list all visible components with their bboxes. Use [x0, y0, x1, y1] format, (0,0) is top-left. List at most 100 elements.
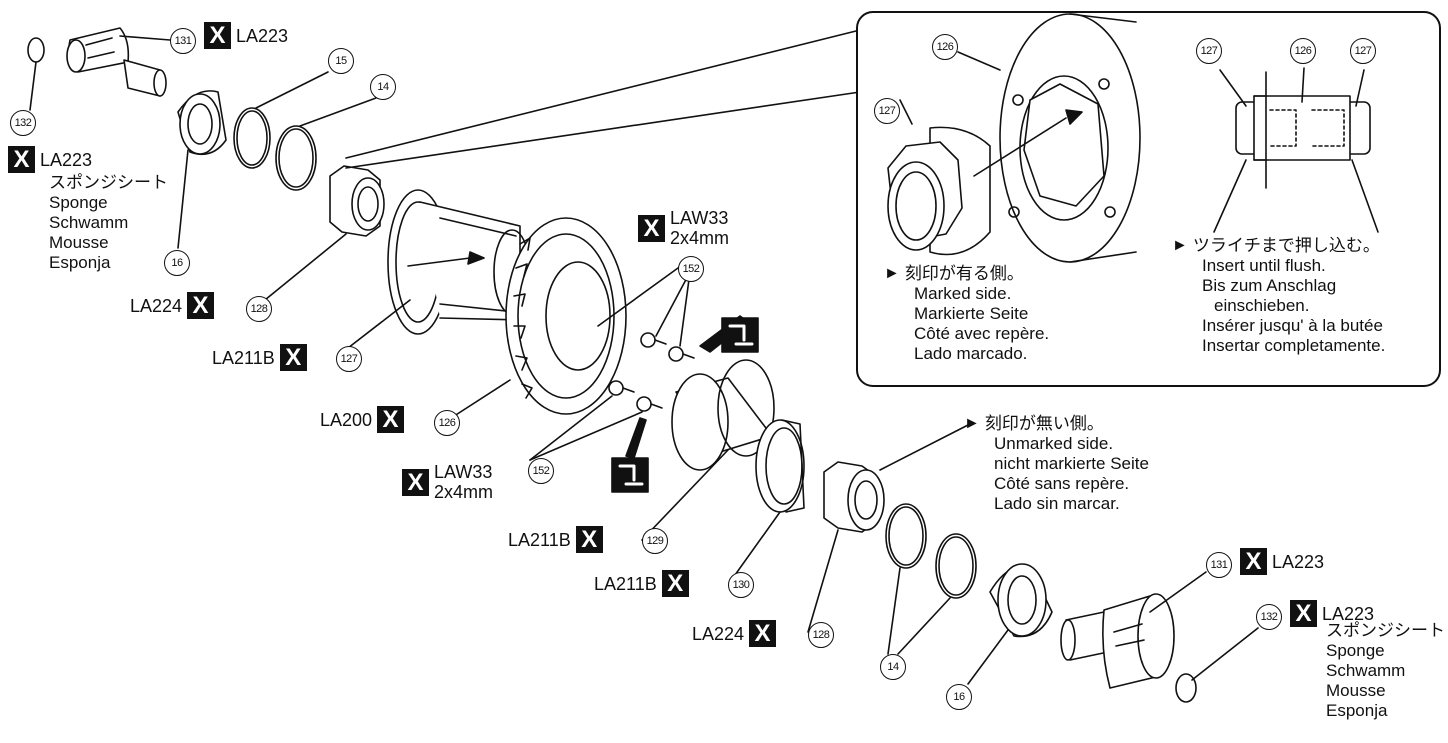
part-num-132-bottom: 132: [1256, 604, 1282, 630]
label-la223-bottom: X LA223: [1240, 548, 1324, 575]
code-la211b: LA211B: [594, 573, 657, 594]
code-la200: LA200: [320, 409, 373, 430]
sponge-es: Esponja: [49, 253, 111, 272]
arrow-right-icon: ►: [1172, 237, 1188, 254]
nut-128-bottom: [823, 461, 885, 533]
screws-152-bottom: [608, 380, 663, 412]
x-mark: X: [8, 146, 35, 173]
label-law33-top: X LAW33 2x4mm: [638, 208, 729, 248]
flush-fr: Insérer jusqu' à la butée: [1202, 316, 1383, 335]
flush-de-1: Bis zum Anschlag: [1202, 276, 1337, 295]
part-num-15: 15: [328, 48, 354, 74]
code-law33: LAW33: [670, 208, 729, 228]
thread-lock-icon-top: [699, 315, 759, 353]
label-la200: LA200 X: [320, 406, 405, 433]
part-num-131-bottom: 131: [1206, 552, 1232, 578]
inset-cross-section: [1235, 71, 1371, 189]
screw-size: 2x4mm: [670, 228, 730, 248]
label-la223-top: X LA223: [204, 22, 288, 49]
part-num-16-top: 16: [164, 250, 190, 276]
unmarked-es: Lado sin marcar.: [994, 494, 1120, 513]
spacer-130: [755, 419, 805, 513]
arrow-right-icon: ►: [964, 415, 980, 432]
x-mark: X: [377, 406, 405, 433]
flush-en: Insert until flush.: [1202, 256, 1326, 275]
flush-ja: ツライチまで押し込む。: [1192, 236, 1380, 255]
unmarked-de: nicht markierte Seite: [994, 454, 1149, 473]
code-la224: LA224: [130, 295, 183, 316]
inset-num-127-right: 127: [1350, 38, 1376, 64]
x-mark: X: [661, 570, 689, 597]
label-law33-bottom: X LAW33 2x4mm: [402, 462, 493, 502]
note-marked-side: ►刻印が有る側。 Marked side. Markierte Seite Cô…: [884, 264, 1049, 364]
part-num-126-main: 126: [434, 410, 460, 436]
x-mark: X: [749, 620, 777, 647]
x-mark: X: [575, 526, 603, 553]
sponge-de: Schwamm: [49, 213, 129, 232]
inset-nut-127: [887, 126, 991, 256]
x-mark: X: [204, 22, 231, 49]
bearing-16-top: [177, 90, 227, 156]
part-num-128-top: 128: [246, 296, 272, 322]
sponge-es: Esponja: [1326, 701, 1388, 720]
unmarked-ja: 刻印が無い側。: [984, 414, 1104, 433]
sponge-en: Sponge: [49, 193, 108, 212]
sponge-de: Schwamm: [1326, 661, 1406, 680]
code-la223: LA223: [1272, 551, 1325, 572]
label-la211b-127: LA211B X: [212, 344, 307, 371]
o-ring-132-top: [27, 37, 45, 63]
note-unmarked-side: ►刻印が無い側。 Unmarked side. nicht markierte …: [964, 414, 1149, 514]
part-num-16-bottom: 16: [946, 684, 972, 710]
part-num-132-top: 132: [10, 110, 36, 136]
inset-num-126: 126: [932, 34, 958, 60]
inset-num-126-center: 126: [1290, 38, 1316, 64]
screw-size: 2x4mm: [434, 482, 494, 502]
code-law33: LAW33: [434, 462, 493, 482]
x-mark: X: [1290, 600, 1317, 627]
o-ring-132-bottom: [1175, 673, 1197, 703]
screws-152-top: [640, 332, 695, 362]
part-num-152-bottom: 152: [528, 458, 554, 484]
diff-case: [387, 189, 531, 335]
part-num-152-top: 152: [678, 256, 704, 282]
shim-15: [233, 107, 271, 169]
sponge-ja: スポンジシート: [1326, 621, 1445, 640]
x-mark: X: [187, 292, 215, 319]
label-la211b-130: LA211B X: [594, 570, 689, 597]
code-la223: LA223: [40, 149, 93, 170]
sponge-ja: スポンジシート: [49, 173, 168, 192]
inset-num-127-left: 127: [1196, 38, 1222, 64]
label-la223-sponge-bottom: X LA223 スポンジシート Sponge Schwamm Mousse Es…: [1290, 600, 1445, 721]
label-la223-sponge-top: X LA223 スポンジシート Sponge Schwamm Mousse Es…: [8, 146, 168, 273]
ring-gear-126: [505, 217, 627, 415]
part-num-129: 129: [642, 528, 668, 554]
flush-de-2: einschieben.: [1214, 296, 1310, 315]
outdrive-131-bottom: [1060, 593, 1175, 689]
marked-fr: Côté avec repère.: [914, 324, 1050, 343]
code-la224: LA224: [692, 623, 745, 644]
code-la211b: LA211B: [212, 347, 275, 368]
sponge-en: Sponge: [1326, 641, 1385, 660]
marked-es: Lado marcado.: [914, 344, 1028, 363]
label-la224-top: LA224 X: [130, 292, 215, 319]
part-num-127-main: 127: [336, 346, 362, 372]
code-la223: LA223: [1322, 603, 1375, 624]
inset-flange-126: [999, 13, 1141, 263]
part-num-128-bottom: 128: [808, 622, 834, 648]
arrow-right-icon: ►: [884, 265, 900, 282]
marked-en: Marked side.: [914, 284, 1012, 303]
sponge-fr: Mousse: [49, 233, 109, 252]
x-mark: X: [638, 214, 665, 242]
x-mark: X: [279, 344, 307, 371]
unmarked-en: Unmarked side.: [994, 434, 1114, 453]
code-la211b: LA211B: [508, 529, 571, 550]
shims-14-bottom: [885, 503, 977, 599]
marked-de: Markierte Seite: [914, 304, 1029, 323]
part-num-131-top: 131: [170, 28, 196, 54]
x-mark: X: [1240, 548, 1267, 575]
part-num-14-top: 14: [370, 74, 396, 100]
unmarked-fr: Côté sans repère.: [994, 474, 1130, 493]
sponge-fr: Mousse: [1326, 681, 1386, 700]
shim-14-top: [275, 125, 317, 191]
